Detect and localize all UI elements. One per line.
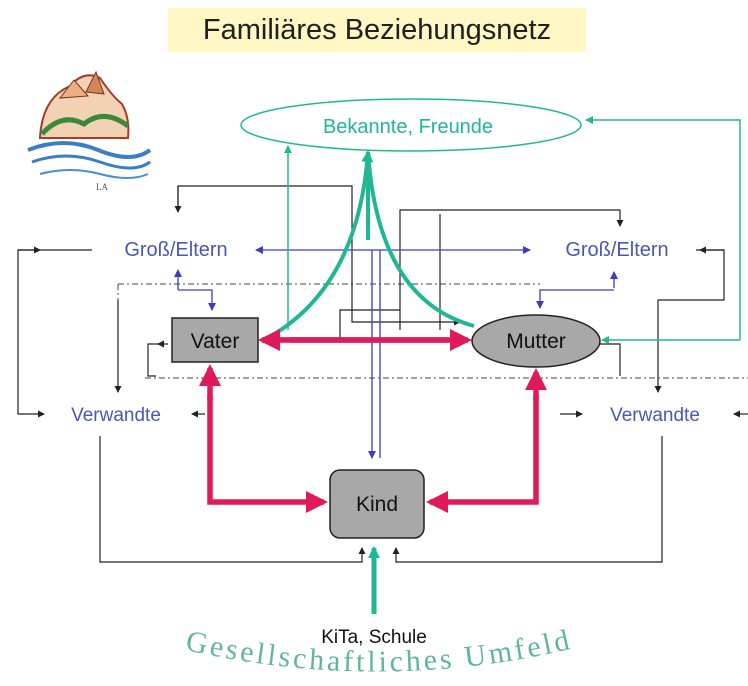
friends-label: Bekannte, Freunde: [323, 116, 493, 138]
vater-node: [171, 317, 259, 363]
svg-text:LA: LA: [96, 182, 108, 192]
grandparents-left-label: Groß/Eltern: [124, 239, 227, 261]
grandparent-links: [174, 246, 618, 459]
landscape-logo-icon: LA: [27, 70, 152, 192]
friend-links: [263, 116, 741, 614]
grandparents-right-label: Groß/Eltern: [565, 239, 668, 261]
kind-node: [329, 469, 425, 539]
vater-label: Vater: [191, 330, 240, 353]
mutter-label: Mutter: [506, 330, 566, 353]
page-title: Familiäres Beziehungsnetz: [202, 14, 552, 46]
family-links: [199, 329, 547, 513]
relatives-right-label: Verwandte: [610, 405, 700, 426]
relatives-left-label: Verwandte: [71, 405, 161, 426]
mutter-node: [471, 314, 601, 368]
friends-ellipse: [240, 98, 582, 152]
title-highlight: [168, 8, 586, 52]
kind-label: Kind: [356, 493, 398, 516]
school-label: KiTa, Schule: [321, 627, 427, 648]
